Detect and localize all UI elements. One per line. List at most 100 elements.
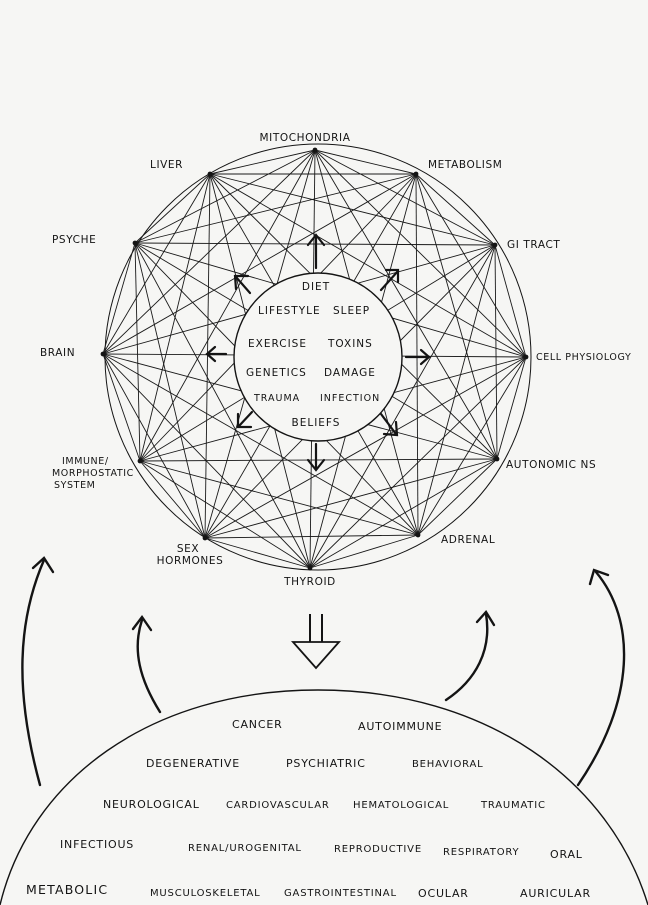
connection-line	[314, 149, 498, 460]
connection-line	[134, 173, 417, 244]
connection-line	[309, 534, 419, 569]
disease-respiratory: RESPIRATORY	[443, 847, 519, 858]
connection-line	[204, 356, 527, 539]
connection-line	[102, 353, 419, 536]
connection-line	[204, 458, 498, 539]
connection-line	[415, 173, 496, 246]
node-point-gi-tract	[492, 242, 498, 248]
node-label-sex-hormones: SEX HORMONES	[157, 543, 224, 567]
node-point-psyche	[132, 240, 138, 246]
disease-psychiatric: PSYCHIATRIC	[286, 757, 366, 770]
connection-line	[314, 149, 417, 175]
connection-line	[139, 458, 498, 462]
connection-line	[139, 173, 211, 462]
node-label-gi-tract: GI TRACT	[507, 239, 560, 251]
arrow-down-left	[236, 410, 254, 429]
disease-metabolic: METABOLIC	[26, 882, 108, 897]
connection-line	[102, 242, 136, 355]
node-label-cell-physiology: CELL PHYSIOLOGY	[536, 352, 631, 363]
disease-auricular: AURICULAR	[520, 887, 591, 900]
connection-line	[204, 534, 419, 539]
factor-diet: DIET	[302, 281, 330, 293]
connection-line	[134, 173, 211, 244]
radial-arrows	[205, 233, 431, 472]
node-labels: MITOCHONDRIA METABOLISM GI TRACT CELL PH…	[40, 132, 631, 588]
node-point-thyroid	[307, 565, 313, 571]
connection-line	[314, 149, 527, 358]
connection-line	[496, 356, 527, 460]
factor-trauma: TRAUMA	[253, 393, 300, 404]
disease-infectious: INFECTIOUS	[60, 838, 134, 851]
factor-damage: DAMAGE	[324, 367, 376, 379]
node-label-brain: BRAIN	[40, 347, 75, 359]
disease-musculoskeletal: MUSCULOSKELETAL	[150, 888, 261, 899]
connection-line	[415, 173, 527, 358]
arrow-up	[306, 233, 326, 270]
disease-renal-urogenital: RENAL/UROGENITAL	[188, 843, 302, 854]
factor-exercise: EXERCISE	[248, 338, 307, 350]
feedback-arrow-left	[136, 618, 162, 714]
disease-neurological: NEUROLOGICAL	[103, 798, 200, 811]
connection-line	[102, 353, 206, 539]
node-point-metabolism	[413, 171, 419, 177]
disease-dome	[0, 689, 648, 905]
connection-line	[415, 173, 419, 536]
node-point-immune	[137, 458, 143, 464]
arrow-right	[404, 348, 431, 366]
disease-hematological: HEMATOLOGICAL	[353, 800, 449, 811]
connection-line	[134, 242, 141, 462]
arrow-left	[205, 345, 228, 363]
connection-line	[139, 460, 419, 536]
disease-behavioral: BEHAVIORAL	[412, 759, 484, 770]
disease-oral: ORAL	[550, 848, 583, 861]
node-point-autonomic-ns	[494, 456, 500, 462]
connection-line	[314, 149, 496, 246]
disease-cardiovascular: CARDIOVASCULAR	[226, 800, 330, 811]
connection-line	[494, 244, 498, 460]
node-label-adrenal: ADRENAL	[441, 534, 495, 546]
factor-lifestyle: LIFESTYLE	[258, 305, 321, 317]
node-label-mitochondria: MITOCHONDRIA	[259, 132, 350, 144]
connection-line	[204, 537, 311, 569]
connection-line	[134, 149, 316, 244]
node-label-psyche: PSYCHE	[52, 234, 96, 246]
arrow-up-right	[379, 268, 400, 292]
connection-line	[309, 356, 527, 569]
node-point-sex-hormones	[202, 535, 208, 541]
disease-reproductive: REPRODUCTIVE	[334, 844, 422, 855]
connection-line	[417, 458, 498, 536]
connection-line	[102, 173, 211, 355]
node-point-cell-physiology	[523, 354, 529, 360]
factor-infection: INFECTION	[320, 393, 380, 404]
arrow-down	[306, 442, 326, 472]
connection-line	[139, 460, 311, 569]
disease-traumatic: TRAUMATIC	[480, 800, 546, 811]
connection-line	[494, 244, 527, 358]
feedback-arrow-right	[444, 612, 489, 702]
node-point-brain	[100, 351, 106, 357]
node-label-thyroid: THYROID	[283, 576, 336, 588]
factor-toxins: TOXINS	[327, 338, 373, 350]
connection-line	[102, 353, 141, 462]
connection-line	[417, 356, 527, 536]
connection-line	[134, 242, 206, 539]
node-point-mitochondria	[312, 147, 318, 153]
double-down-arrow	[291, 614, 341, 670]
feedback-arrow-far-left	[21, 558, 46, 787]
connection-line	[139, 149, 316, 462]
connection-line	[309, 458, 498, 569]
disease-labels: CANCER AUTOIMMUNE DEGENERATIVE PSYCHIATR…	[26, 718, 591, 900]
node-point-liver	[207, 171, 213, 177]
disease-cancer: CANCER	[232, 718, 283, 731]
node-point-adrenal	[415, 532, 421, 538]
connection-line	[204, 173, 211, 539]
disease-degenerative: DEGENERATIVE	[146, 757, 240, 770]
node-label-liver: LIVER	[150, 159, 183, 171]
factor-genetics: GENETICS	[246, 367, 307, 379]
feedback-arrows	[21, 556, 626, 787]
connection-line	[102, 173, 417, 355]
arrow-down-right	[379, 412, 399, 437]
connection-line	[209, 173, 527, 358]
center-circle	[233, 272, 403, 442]
